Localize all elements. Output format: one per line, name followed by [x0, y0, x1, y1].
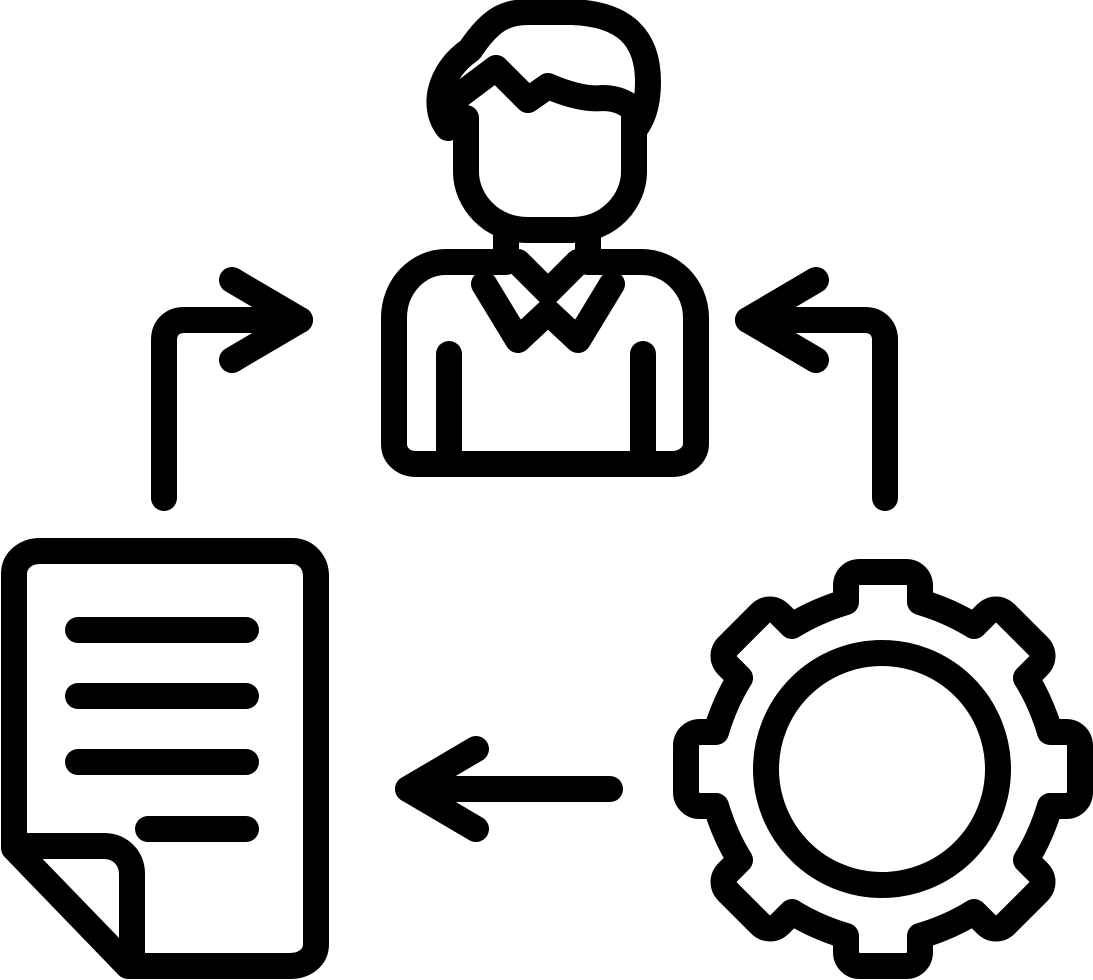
arrow-gear-to-user — [735, 267, 898, 511]
user-icon — [381, 0, 709, 477]
arrow-document-to-user — [151, 267, 313, 511]
document-outline — [1, 538, 329, 979]
arrow-head-left — [735, 267, 829, 373]
gear-icon — [673, 559, 1093, 979]
user-collar-inner — [505, 249, 591, 305]
document-fold — [7, 833, 145, 977]
user-collar — [471, 271, 625, 353]
arrow-head-left-bottom — [395, 736, 489, 842]
document-icon — [1, 538, 329, 979]
user-fringe — [435, 55, 647, 123]
user-hair — [426, 0, 661, 143]
gear-hub — [753, 640, 1011, 898]
arrow-head-right — [219, 267, 313, 373]
gear-teeth — [673, 559, 1093, 979]
arrow-gear-to-document — [395, 736, 623, 842]
user-face — [453, 105, 647, 243]
user-body — [381, 249, 709, 477]
